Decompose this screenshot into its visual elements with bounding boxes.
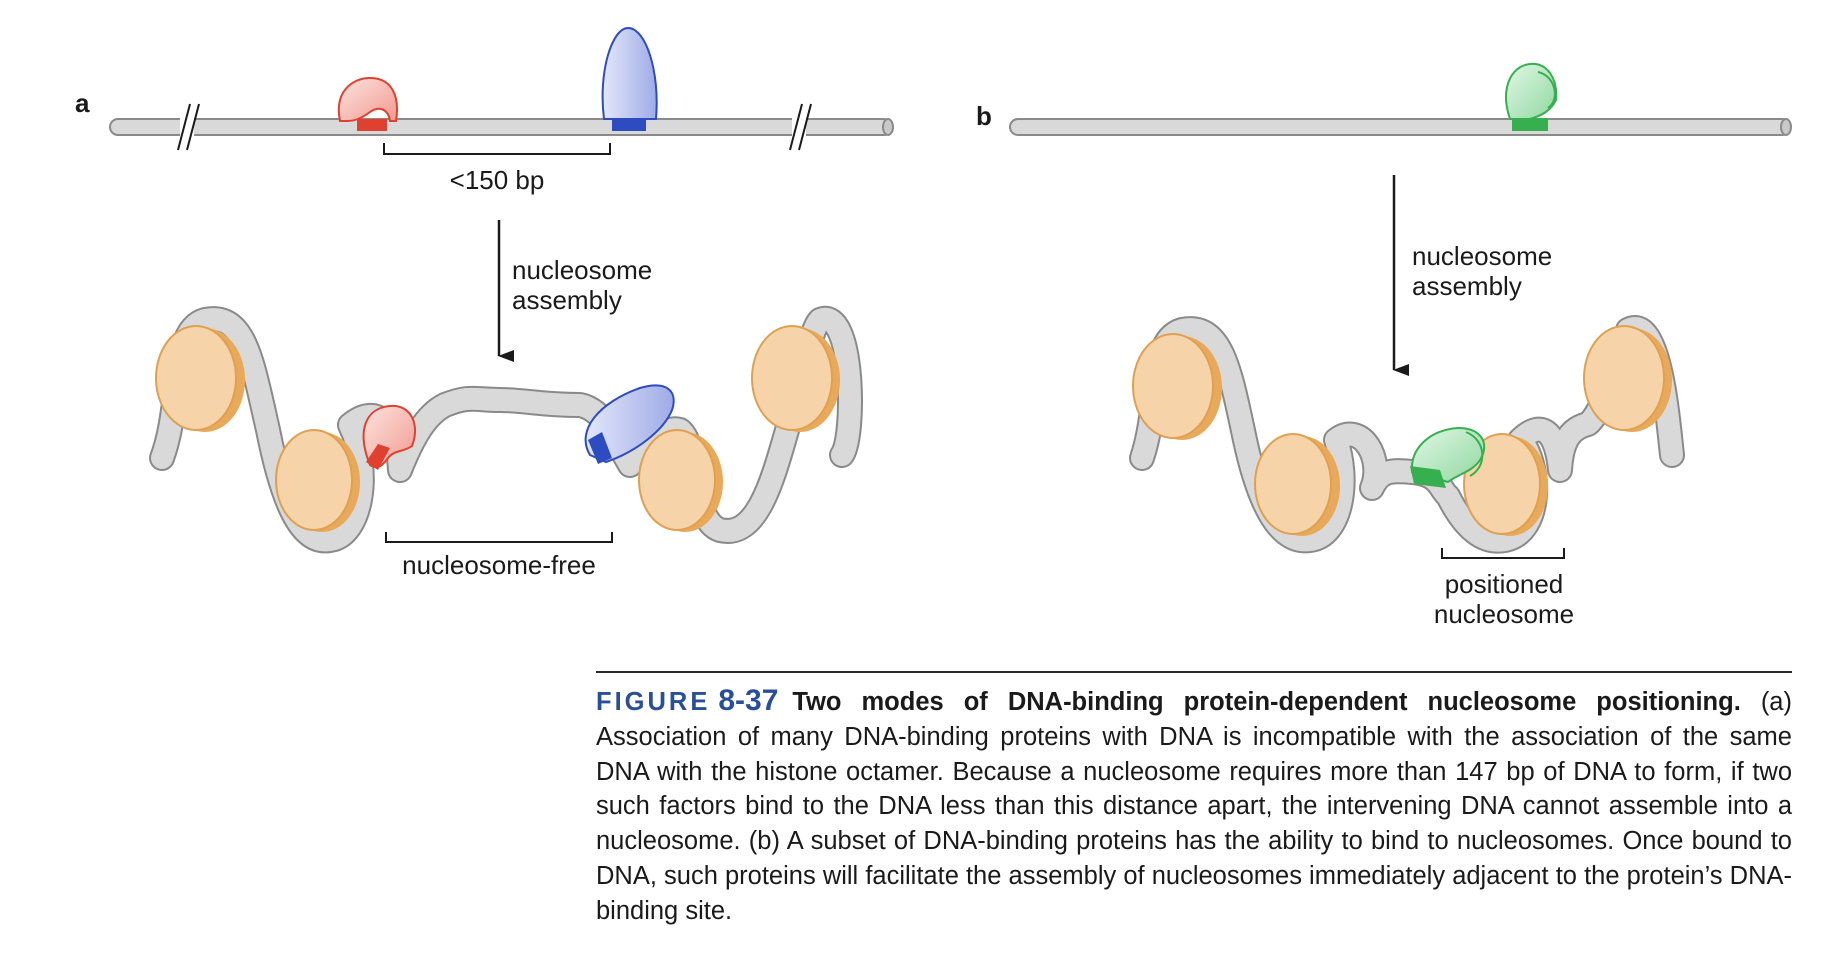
panel-a-spacing-label: <150 bp [450, 165, 545, 195]
panel-a-dna-rod [109, 118, 894, 136]
panel-a-red-protein [337, 76, 398, 131]
panel-a-label: a [75, 88, 90, 118]
panel-b-positioned-bracket [1441, 548, 1565, 559]
panel-a-histone-left-inner [275, 429, 360, 532]
panel-b-arrow-label-line1: nucleosome [1412, 241, 1552, 271]
panel-b-histone-left-inner [1254, 433, 1340, 536]
caption-body: (a) Association of many DNA-binding prot… [596, 688, 1792, 925]
panel-a-histone-left [155, 325, 245, 432]
panel-b-dna-rod [1009, 118, 1792, 136]
panel-a-histone-right-inner [638, 429, 723, 532]
panel-b-histone-right [1583, 325, 1672, 432]
panel-a-blue-protein [601, 26, 658, 131]
panel-a-spacing-bracket [383, 143, 611, 155]
caption-figure-word: FIGURE [596, 688, 711, 716]
caption-rule [596, 671, 1792, 673]
caption-figure-number: 8-37 [718, 684, 779, 717]
panel-b-arrow-label-line2: assembly [1412, 271, 1522, 301]
panel-a-break-mark-right [789, 103, 812, 151]
panel-a-blue-protein-bound [584, 384, 675, 464]
caption-title: Two modes of DNA-binding protein-depende… [792, 688, 1741, 716]
panel-b-green-protein-bound [1410, 426, 1486, 488]
panel-a-arrow-label-line2: assembly [512, 285, 622, 315]
panel-b-label: b [976, 101, 992, 131]
panel-a-break-mark-left [177, 103, 200, 151]
panel-a-histone-right [751, 325, 840, 432]
panel-b-bracket-label-line2: nucleosome [1434, 599, 1574, 629]
panel-b-green-protein [1505, 62, 1558, 131]
panel-a-nucleosome-free-label: nucleosome-free [402, 550, 596, 580]
panel-b-histone-left [1132, 333, 1222, 440]
panel-a-nucleosome-free-bracket [385, 532, 613, 543]
panel-a-red-protein-bound [362, 404, 416, 470]
panel-a-arrow-label-line1: nucleosome [512, 255, 652, 285]
panel-b-bracket-label-line1: positioned [1445, 569, 1564, 599]
